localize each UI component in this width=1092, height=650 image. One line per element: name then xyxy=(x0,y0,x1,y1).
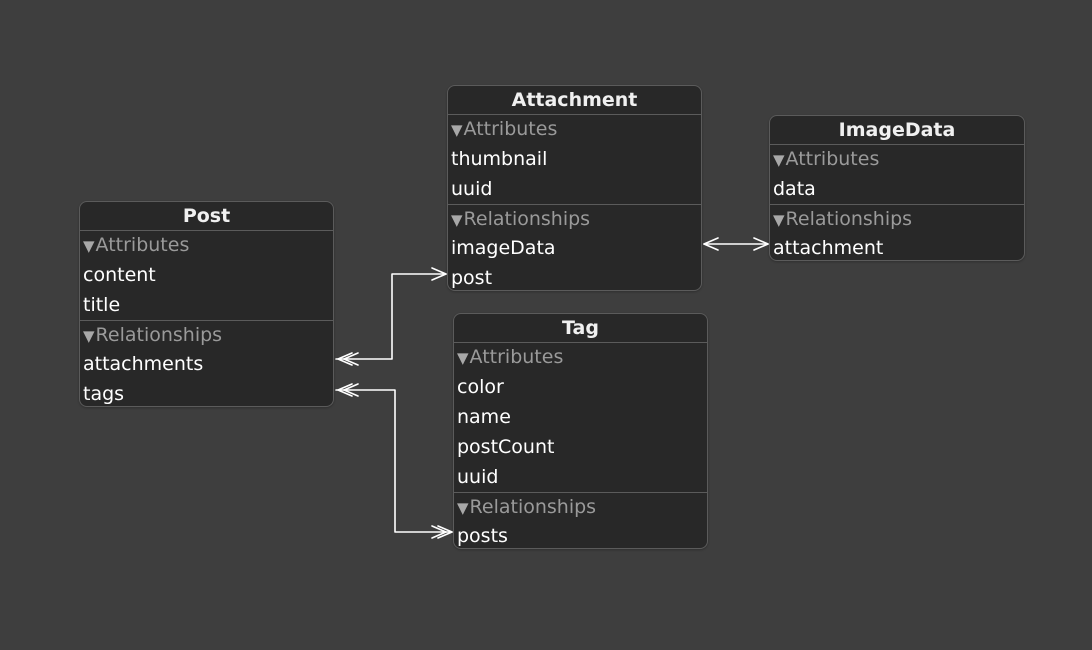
relationship-row-posts[interactable]: posts xyxy=(457,525,508,547)
attribute-row-content[interactable]: content xyxy=(83,264,156,286)
disclosure-triangle-icon[interactable]: ▼ xyxy=(457,499,469,517)
attribute-row-uuid[interactable]: uuid xyxy=(451,178,493,200)
attribute-row-color[interactable]: color xyxy=(457,376,504,398)
entity-tag[interactable]: Tag ▼Attributes color name postCount uui… xyxy=(453,313,708,549)
attributes-section-header[interactable]: ▼Attributes xyxy=(448,115,701,144)
relationship-row-imagedata[interactable]: imageData xyxy=(451,237,556,259)
attributes-section-header[interactable]: ▼Attributes xyxy=(80,231,333,260)
attribute-row-title[interactable]: title xyxy=(83,294,121,316)
section-label: Relationships xyxy=(785,208,913,230)
arrowhead-icon xyxy=(431,267,447,281)
section-label: Relationships xyxy=(95,324,223,346)
entity-title[interactable]: Post xyxy=(80,202,333,231)
disclosure-triangle-icon[interactable]: ▼ xyxy=(451,211,463,229)
section-label: Attributes xyxy=(95,234,190,256)
disclosure-triangle-icon[interactable]: ▼ xyxy=(773,211,785,229)
relationships-section-header[interactable]: ▼Relationships xyxy=(454,492,707,521)
double-arrowhead-icon xyxy=(343,383,359,397)
double-arrowhead-icon xyxy=(343,352,359,366)
double-arrowhead-icon xyxy=(337,383,353,397)
attribute-row-name[interactable]: name xyxy=(457,406,511,428)
entity-title[interactable]: Attachment xyxy=(448,86,701,115)
attribute-row-postcount[interactable]: postCount xyxy=(457,436,555,458)
relationships-section-header[interactable]: ▼Relationships xyxy=(448,204,701,233)
disclosure-triangle-icon[interactable]: ▼ xyxy=(457,349,469,367)
relationship-row-attachment[interactable]: attachment xyxy=(773,237,884,259)
entity-imagedata[interactable]: ImageData ▼Attributes data ▼Relationship… xyxy=(769,115,1025,261)
relationship-row-attachments[interactable]: attachments xyxy=(83,353,204,375)
double-arrowhead-icon xyxy=(337,352,353,366)
section-label: Attributes xyxy=(785,148,880,170)
entity-title[interactable]: ImageData xyxy=(770,116,1024,145)
relationship-row-post[interactable]: post xyxy=(451,267,493,289)
section-label: Attributes xyxy=(463,118,558,140)
disclosure-triangle-icon[interactable]: ▼ xyxy=(83,327,95,345)
disclosure-triangle-icon[interactable]: ▼ xyxy=(773,151,785,169)
entity-post[interactable]: Post ▼Attributes content title ▼Relation… xyxy=(79,201,334,407)
attribute-row-uuid[interactable]: uuid xyxy=(457,466,499,488)
section-label: Attributes xyxy=(469,346,564,368)
entity-attachment[interactable]: Attachment ▼Attributes thumbnail uuid ▼R… xyxy=(447,85,702,291)
relationships-section-header[interactable]: ▼Relationships xyxy=(80,320,333,349)
connector-post-attachment[interactable] xyxy=(335,273,447,360)
attributes-section-header[interactable]: ▼Attributes xyxy=(454,343,707,372)
entity-title[interactable]: Tag xyxy=(454,314,707,343)
attributes-section-header[interactable]: ▼Attributes xyxy=(770,145,1024,174)
double-arrowhead-icon xyxy=(431,525,447,539)
relationships-section-header[interactable]: ▼Relationships xyxy=(770,204,1024,233)
section-label: Relationships xyxy=(469,496,597,518)
arrowhead-icon xyxy=(753,237,769,251)
disclosure-triangle-icon[interactable]: ▼ xyxy=(451,121,463,139)
arrowhead-icon xyxy=(703,237,719,251)
section-label: Relationships xyxy=(463,208,591,230)
attribute-row-thumbnail[interactable]: thumbnail xyxy=(451,148,548,170)
attribute-row-data[interactable]: data xyxy=(773,178,816,200)
connector-post-tag[interactable] xyxy=(335,389,453,533)
disclosure-triangle-icon[interactable]: ▼ xyxy=(83,237,95,255)
double-arrowhead-icon xyxy=(437,525,453,539)
relationship-row-tags[interactable]: tags xyxy=(83,383,125,405)
